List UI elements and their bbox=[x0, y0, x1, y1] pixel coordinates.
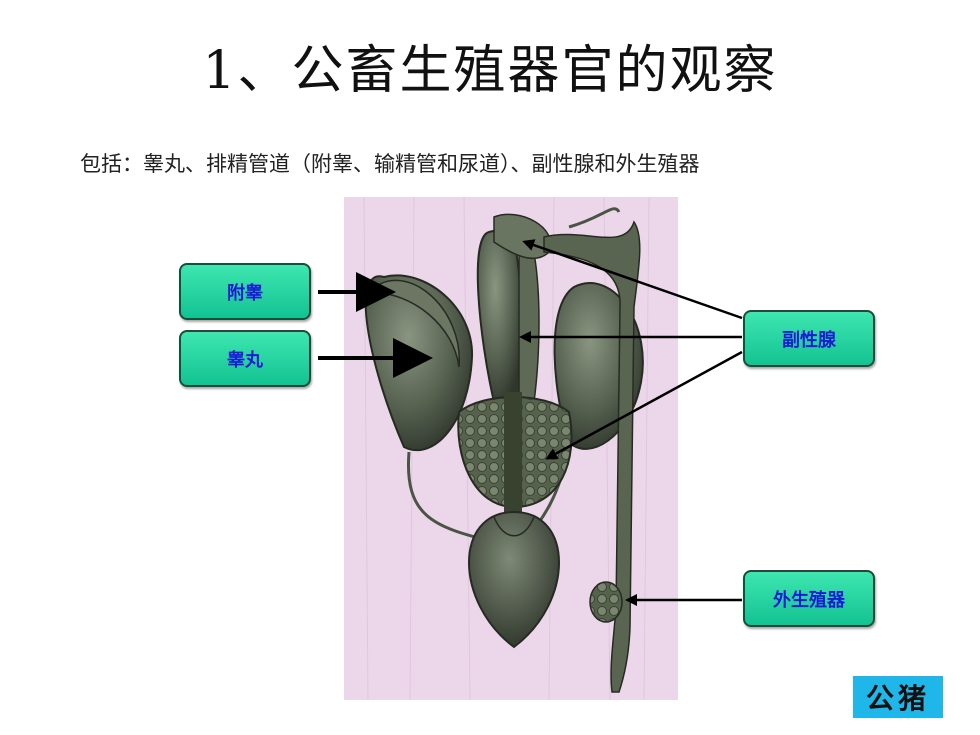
species-badge: 公猪 bbox=[853, 676, 943, 718]
page-subtitle: 包括：睾丸、排精管道（附睾、输精管和尿道）、副性腺和外生殖器 bbox=[80, 152, 700, 176]
label-epididymis: 附睾 bbox=[179, 263, 311, 320]
page-title: 1、公畜生殖器官的观察 bbox=[202, 41, 778, 101]
label-external-genitalia: 外生殖器 bbox=[743, 570, 875, 627]
urethra-shaft bbox=[504, 392, 522, 517]
label-accessory-glands: 副性腺 bbox=[743, 310, 875, 367]
left-epididymis-shape bbox=[367, 279, 460, 368]
urinary-bladder bbox=[468, 510, 560, 649]
boar-reproductive-organs-illustration bbox=[344, 197, 678, 700]
retractor-muscle bbox=[568, 207, 621, 229]
label-testis: 睾丸 bbox=[179, 330, 311, 387]
preputial-diverticulum bbox=[589, 581, 623, 623]
